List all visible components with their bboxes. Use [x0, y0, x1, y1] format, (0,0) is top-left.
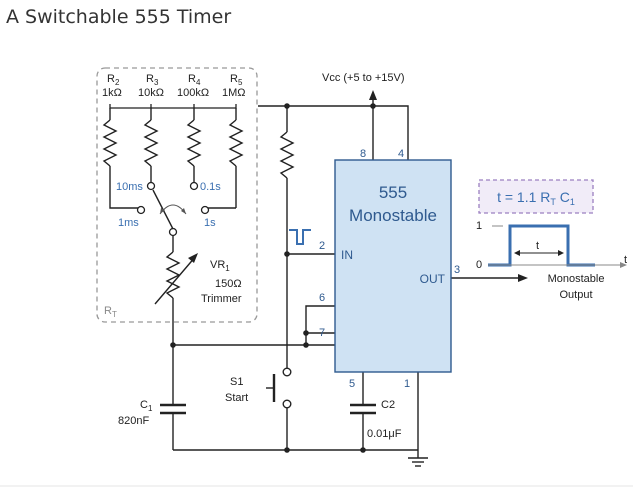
level-high: 1: [476, 220, 482, 232]
contact-0-1s: [189, 181, 199, 191]
s1-contact-top: [282, 367, 292, 377]
r2-value: 1kΩ: [102, 87, 122, 99]
output-arrow: [518, 274, 528, 282]
c1-value: 820nF: [118, 415, 149, 427]
resistor-r2: [102, 119, 118, 167]
rt-label: RT: [104, 305, 117, 319]
c1-name: C1: [140, 399, 153, 413]
r5-value: 1MΩ: [222, 87, 246, 99]
vr1-value: 150Ω: [215, 278, 242, 290]
trigger-pulse-icon: [289, 229, 311, 245]
pin-1: 1: [404, 378, 410, 390]
chip-out-label: OUT: [420, 272, 446, 286]
pin-6: 6: [319, 292, 325, 304]
output-waveform: [488, 224, 595, 267]
chip-line1: 555: [379, 183, 407, 202]
pin-5: 5: [349, 378, 355, 390]
resistor-r4: [186, 119, 202, 167]
pin-7: 7: [319, 327, 325, 339]
resistor-r5: [228, 119, 244, 167]
vr1-name: VR1: [210, 259, 230, 273]
junction-dots: [170, 103, 376, 453]
label-0-1s: 0.1s: [200, 181, 221, 193]
trimmer-vr1: [165, 251, 181, 299]
vr1-label: Trimmer: [201, 293, 242, 305]
output-label-1: Monostable: [548, 273, 605, 285]
rt-top-bus: [109, 104, 237, 109]
pin-numbers: 8 4 2 6 7 5 1 3: [319, 148, 460, 390]
rotary-switch: [136, 181, 210, 237]
width-label: t: [536, 240, 539, 252]
resistor-r3: [143, 119, 159, 167]
waveform-labels: 1 0 t t: [476, 220, 627, 271]
chip-555: [334, 159, 452, 373]
r3-value: 10kΩ: [138, 87, 164, 99]
chip-line2: Monostable: [349, 206, 437, 225]
contact-1s: [200, 205, 210, 215]
label-10ms: 10ms: [116, 181, 143, 193]
resistor-labels: R2 1kΩ R3 10kΩ R4 100kΩ R5 1MΩ: [102, 73, 246, 99]
switch-labels: 10ms 0.1s 1ms 1s: [116, 181, 221, 229]
page-title: A Switchable 555 Timer: [6, 6, 232, 28]
label-1ms: 1ms: [118, 217, 139, 229]
trimmer-labels: VR1 150Ω Trimmer: [201, 259, 242, 305]
resistor-r1: [279, 131, 295, 179]
s1-contact-bottom: [282, 399, 292, 409]
rt-resistors: [102, 108, 244, 209]
time-axis-label: t: [624, 254, 627, 266]
c2-value: 0.01μF: [367, 428, 402, 440]
vcc-label: Vcc (+5 to +15V): [322, 72, 405, 84]
pin-4: 4: [398, 148, 404, 160]
contact-10ms: [146, 181, 156, 191]
pin-2: 2: [319, 240, 325, 252]
r2-name: R2: [107, 73, 120, 87]
r4-name: R4: [188, 73, 201, 87]
vcc-arrow: [369, 90, 377, 100]
switch-pivot: [168, 227, 178, 237]
label-1s: 1s: [204, 217, 216, 229]
pin-3: 3: [454, 264, 460, 276]
level-low: 0: [476, 259, 482, 271]
s1-name: S1: [230, 376, 243, 388]
ground-icon: [408, 457, 428, 467]
output-label-2: Output: [559, 289, 592, 301]
r5-name: R5: [230, 73, 243, 87]
pin-8: 8: [360, 148, 366, 160]
r4-value: 100kΩ: [177, 87, 209, 99]
chip-in-label: IN: [341, 248, 353, 262]
r3-name: R3: [146, 73, 159, 87]
s1-label: Start: [225, 392, 248, 404]
rt-boundary: [96, 67, 258, 323]
formula-box: [478, 179, 594, 214]
wires: [172, 105, 472, 458]
contact-1ms: [136, 205, 146, 215]
trimmer-arrow: [154, 255, 197, 305]
c2-name: C2: [381, 399, 395, 411]
formula-text: t = 1.1 RT C1: [497, 189, 575, 207]
